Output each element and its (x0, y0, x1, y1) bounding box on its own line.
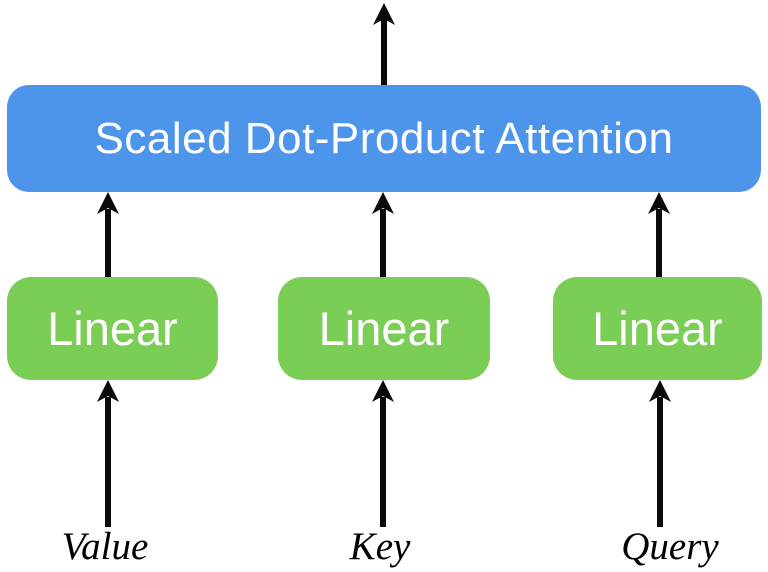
query-input-arrow (649, 380, 671, 527)
linear-block-query: Linear (553, 277, 762, 380)
linear-block-query-label: Linear (592, 302, 723, 355)
query-input-arrow-head-icon (649, 380, 671, 402)
key-input-arrow-head-icon (372, 380, 394, 402)
query-linear-to-attention-arrow (648, 192, 670, 278)
query-linear-to-attention-arrow-head-icon (648, 192, 670, 214)
key-input-arrow (372, 380, 394, 527)
value-input-arrow (97, 380, 119, 527)
value-linear-to-attention-arrow-head-icon (97, 192, 119, 214)
linear-block-value-label: Linear (47, 302, 178, 355)
value-input-arrow-head-icon (97, 380, 119, 402)
key-input-label: Key (349, 525, 411, 568)
key-linear-to-attention-arrow (372, 192, 394, 278)
linear-block-key-label: Linear (318, 302, 450, 355)
linear-block-value: Linear (7, 277, 218, 380)
linear-block-key: Linear (278, 277, 490, 380)
scaled-dot-product-attention-block: Scaled Dot-Product Attention (7, 85, 761, 192)
key-linear-to-attention-arrow-head-icon (372, 192, 394, 214)
query-input-label: Query (621, 525, 719, 568)
value-input-label: Value (61, 525, 149, 568)
value-linear-to-attention-arrow (97, 192, 119, 278)
output-arrow (373, 3, 395, 85)
scaled-dot-product-attention-label: Scaled Dot-Product Attention (94, 113, 674, 163)
output-arrow-head-icon (373, 3, 395, 25)
